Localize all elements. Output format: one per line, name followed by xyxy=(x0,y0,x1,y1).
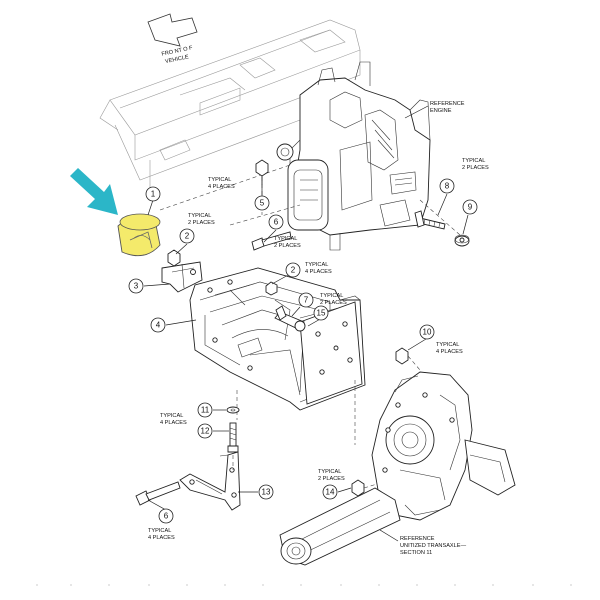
typical-note: 4 PLACES xyxy=(208,184,235,190)
mount-part-1-highlighted xyxy=(117,213,161,257)
callout-14: 14 xyxy=(322,484,338,500)
bracket-part-3 xyxy=(161,261,203,293)
callout-number: 4 xyxy=(156,321,161,330)
front-of-vehicle-note: FRO NT O F VEHICLE xyxy=(161,45,194,65)
nut-part-2-upper xyxy=(167,249,181,267)
callout-number: 3 xyxy=(134,282,139,291)
typical-note: 4 PLACES xyxy=(436,349,463,355)
callout-number: 13 xyxy=(262,488,271,497)
bolt-part-7 xyxy=(274,305,306,332)
arrow-pointer-icon xyxy=(70,168,118,215)
typical-note: TYPICAL xyxy=(305,262,328,268)
callout-12: 12 xyxy=(197,423,213,439)
callout-number: 6 xyxy=(164,512,169,521)
typical-note: 2 PLACES xyxy=(188,220,215,226)
transaxle-note-line-2: UNITIZED TRANSAXLE— xyxy=(400,543,467,549)
callout-number: 2 xyxy=(185,232,190,241)
transaxle-note-line-1: REFERENCE xyxy=(400,536,435,542)
callout-8: 8 xyxy=(439,178,455,194)
bolt-part-6-upper xyxy=(251,231,292,251)
callout-number: 5 xyxy=(260,199,265,208)
callout-13: 13 xyxy=(258,484,274,500)
callout-10: 10 xyxy=(419,324,435,340)
typical-note: 2 PLACES xyxy=(462,165,489,171)
leader-lines xyxy=(143,176,469,511)
callout-1: 1 xyxy=(145,186,161,202)
typical-note: TYPICAL xyxy=(436,342,459,348)
washer-part-11 xyxy=(226,406,240,414)
plate-part-15 xyxy=(299,301,363,405)
typical-note: 2 PLACES xyxy=(320,300,347,306)
engine-reference xyxy=(276,61,431,251)
nut-part-2-lower xyxy=(265,281,278,296)
engine-note-line-1: REFERENCE xyxy=(430,101,465,107)
callouts: 1 2 3 4 5 6 2 7 15 8 9 10 11 12 13 14 6 xyxy=(128,178,478,524)
callout-number: 7 xyxy=(304,296,309,305)
typical-note: 4 PLACES xyxy=(148,535,175,541)
callout-number: 2 xyxy=(291,266,296,275)
typical-note: TYPICAL xyxy=(208,177,231,183)
callout-6-lower: 6 xyxy=(158,508,174,524)
callout-4: 4 xyxy=(150,317,166,333)
nut-part-14 xyxy=(351,479,365,497)
callout-number: 14 xyxy=(326,488,335,497)
typical-note: TYPICAL xyxy=(462,158,485,164)
callout-number: 6 xyxy=(274,218,279,227)
callout-number: 9 xyxy=(468,203,473,212)
callout-number: 8 xyxy=(445,182,450,191)
typical-note: 2 PLACES xyxy=(318,476,345,482)
typical-note: TYPICAL xyxy=(188,213,211,219)
typical-note: 2 PLACES xyxy=(274,243,301,249)
typical-note: 4 PLACES xyxy=(160,420,187,426)
stud-part-8 xyxy=(414,210,446,230)
callout-number: 10 xyxy=(423,328,432,337)
callout-15: 15 xyxy=(313,305,329,321)
typical-note: TYPICAL xyxy=(274,236,297,242)
callout-5: 5 xyxy=(254,195,270,211)
callout-6-upper: 6 xyxy=(268,214,284,230)
callout-number: 12 xyxy=(201,427,210,436)
callout-2-upper: 2 xyxy=(179,228,195,244)
callout-number: 11 xyxy=(201,406,210,415)
bracket-part-13 xyxy=(179,451,241,511)
vehicle-frame xyxy=(99,19,361,200)
bolt-part-6-lower xyxy=(135,481,181,506)
callout-number: 1 xyxy=(151,190,156,199)
callout-3: 3 xyxy=(128,278,144,294)
spacer-part-9 xyxy=(454,234,470,247)
typical-note: TYPICAL xyxy=(318,469,341,475)
reference-engine-note: REFERENCE ENGINE xyxy=(404,101,465,119)
reference-transaxle-note: REFERENCE UNITIZED TRANSAXLE— SECTION 11 xyxy=(379,529,467,556)
callout-2-lower: 2 xyxy=(285,262,301,278)
typical-note: TYPICAL xyxy=(160,413,183,419)
engine-note-line-2: ENGINE xyxy=(430,108,452,114)
front-direction-arrow-icon xyxy=(147,13,198,47)
typical-note: 4 PLACES xyxy=(305,269,332,275)
callout-number: 15 xyxy=(317,309,326,318)
callout-7: 7 xyxy=(298,292,314,308)
transaxle-reference xyxy=(279,371,516,566)
typical-note: TYPICAL xyxy=(148,528,171,534)
transaxle-note-line-3: SECTION 11 xyxy=(400,550,432,556)
typical-note: TYPICAL xyxy=(320,293,343,299)
callout-9: 9 xyxy=(462,199,478,215)
typical-notes: TYPICAL 2 PLACES TYPICAL 4 PLACES TYPICA… xyxy=(148,158,489,541)
front-note-line-2: VEHICLE xyxy=(165,54,190,65)
callout-11: 11 xyxy=(197,402,213,418)
nut-part-10 xyxy=(395,347,409,365)
bolt-part-12 xyxy=(227,422,239,453)
